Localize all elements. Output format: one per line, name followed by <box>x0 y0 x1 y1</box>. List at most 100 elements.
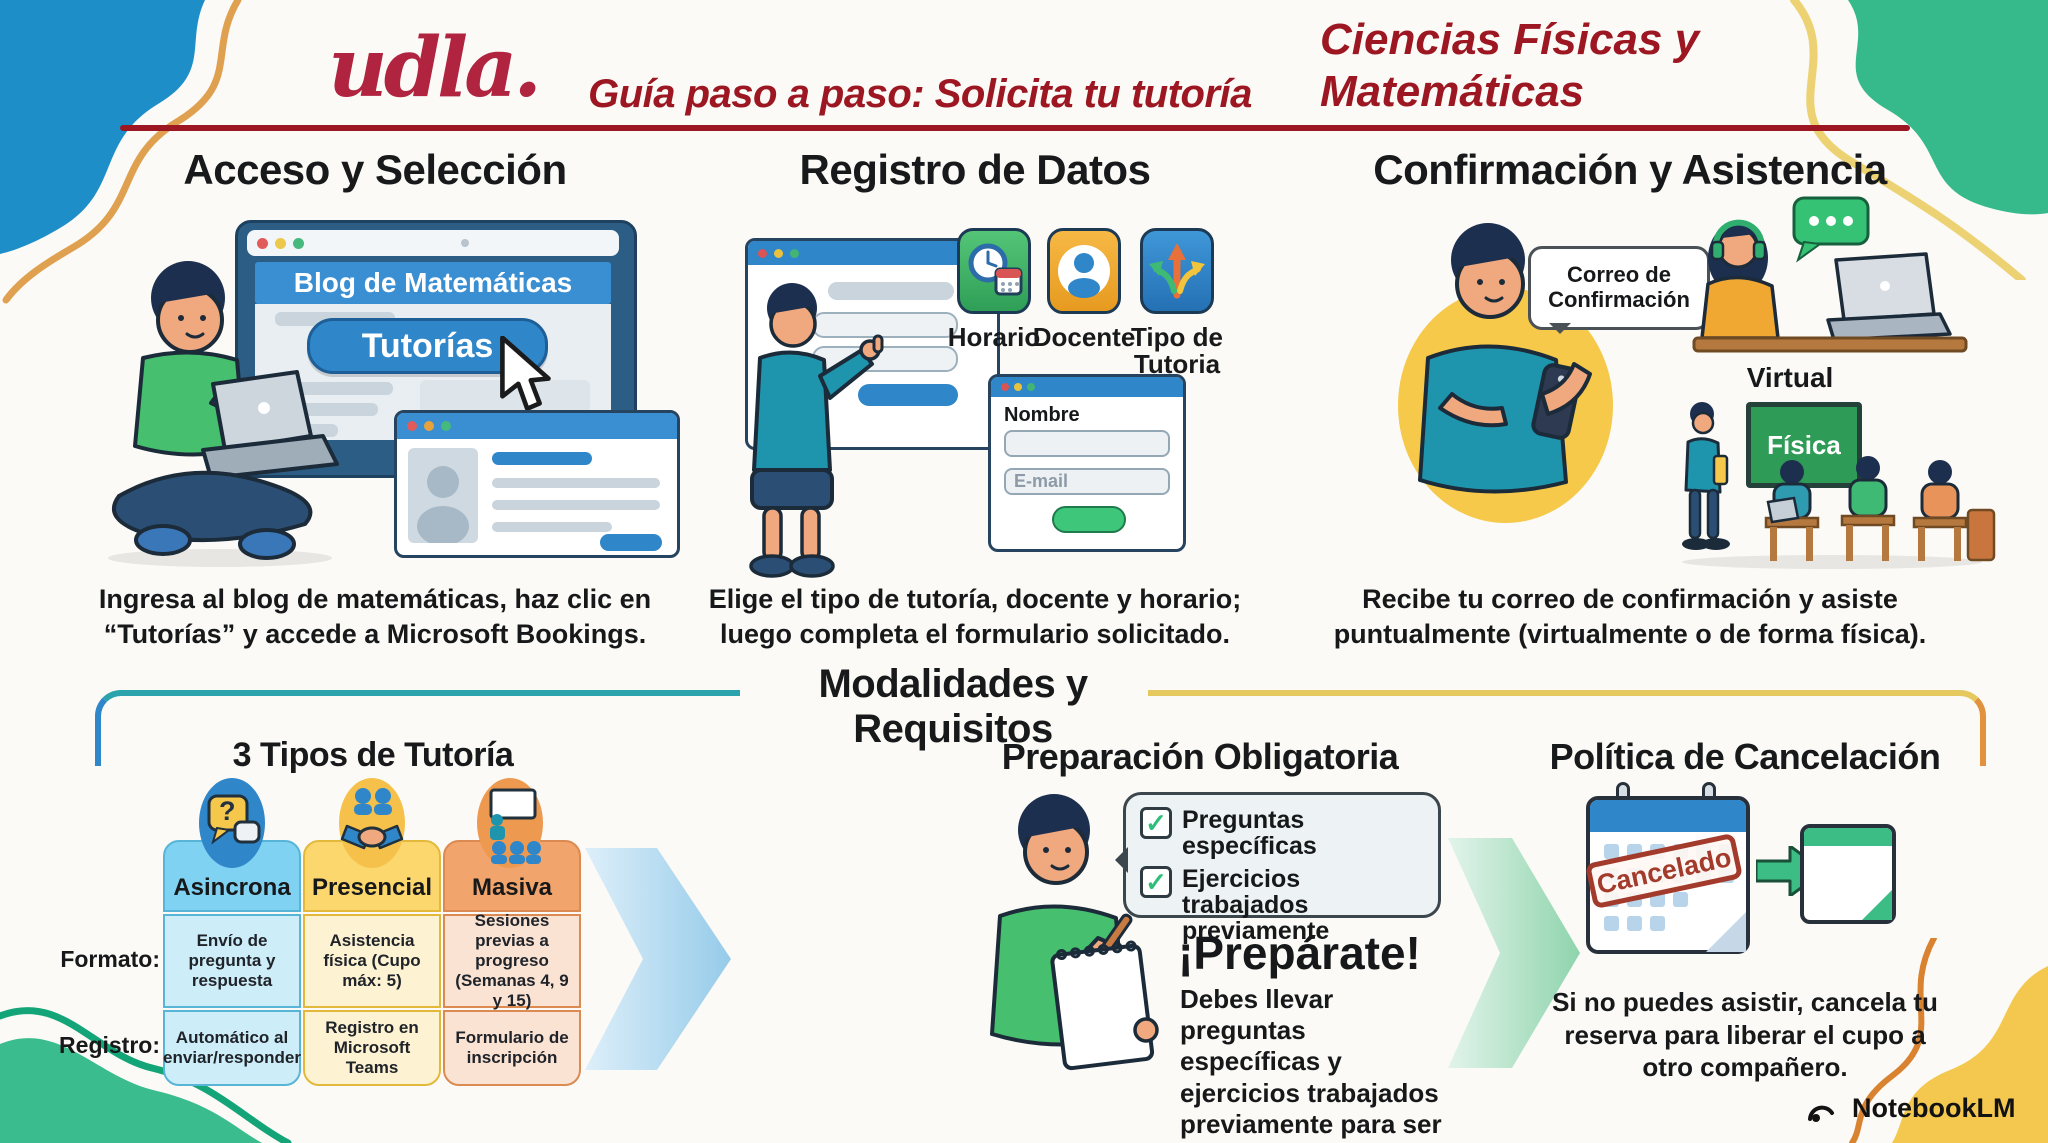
corner-blob-top-left <box>0 0 242 304</box>
nombre-label: Nombre <box>1004 404 1080 426</box>
nombre-input <box>1004 430 1170 457</box>
watermark-label: NotebookLM <box>1852 1093 2016 1123</box>
cursor-icon <box>500 336 551 411</box>
window-dot-green <box>790 248 799 258</box>
card-line <box>492 522 612 532</box>
preparacion-text: Debes llevar preguntas específicas y eje… <box>1180 984 1442 1143</box>
window-dot-green <box>1027 383 1035 391</box>
student-notepad-illustration <box>990 794 1159 1071</box>
modalidades-frame-left <box>95 690 740 766</box>
notebooklm-icon <box>1808 1105 1834 1122</box>
content-placeholder-bar <box>278 382 393 395</box>
calendar-header-band <box>1590 800 1746 832</box>
notebooklm-watermark: NotebookLM <box>1806 1093 2015 1124</box>
step-1-title: Acceso y Selección <box>183 146 567 193</box>
form-placeholder-field <box>812 312 958 338</box>
preparate-heading: ¡Prepárate! <box>1178 927 1421 979</box>
cell-registro-presencial: Registro en Microsoft Teams <box>303 1010 441 1086</box>
checklist-bubble: ✓ Preguntas específicas ✓ Ejercicios tra… <box>1115 792 1441 944</box>
docente-label: Docente <box>1032 322 1136 352</box>
cell-registro-masiva: Formulario de inscripción <box>443 1010 581 1086</box>
card-button <box>600 534 662 551</box>
student-with-laptop-illustration <box>108 261 339 567</box>
faculty-title: Ciencias Físicas y Matemáticas <box>1320 14 1880 118</box>
chevron-arrow-green <box>1448 838 1580 1068</box>
horario-label: Horario <box>947 322 1041 352</box>
person-silhouette-icon <box>417 466 469 543</box>
step-3-caption: Recibe tu correo de confirmación y asist… <box>1333 584 1927 649</box>
bubble-line2: Confirmación <box>1548 287 1690 312</box>
student-pointing-illustration <box>749 283 884 578</box>
step-3-title: Confirmación y Asistencia <box>1373 146 1887 193</box>
window-dot-red <box>407 421 417 431</box>
calendar-fold <box>1706 912 1746 952</box>
modalidades-title: Modalidades y Requisitos <box>818 662 1088 751</box>
form-placeholder-bar <box>828 282 954 300</box>
cell-formato-masiva: Sesiones previas a progreso (Semanas 4, … <box>443 911 581 1010</box>
card-title-bar <box>492 452 592 465</box>
sticky-note-band <box>1804 828 1892 846</box>
window-dot-green <box>441 421 451 431</box>
chevron-arrow-blue <box>585 848 731 1070</box>
window-dot-gray <box>461 239 469 247</box>
column-header-asincrona: Asincrona <box>163 840 301 912</box>
step-1-caption: Ingresa al blog de matemáticas, haz clic… <box>98 584 652 649</box>
cancelacion-title: Política de Cancelación <box>1549 736 1941 777</box>
window-dot-yellow <box>275 237 286 249</box>
masiva-label: Masiva <box>471 874 553 901</box>
corner-blob-bottom-left <box>0 1007 292 1143</box>
cell-registro-asincrona: Automático al enviar/responder <box>163 1010 301 1086</box>
window-dot-yellow <box>1014 383 1022 391</box>
card-line <box>492 500 660 510</box>
tipo-tutoria-icon <box>1140 228 1214 314</box>
profile-card-topbar <box>397 413 677 439</box>
preparacion-title: Preparación Obligatoria <box>1001 736 1399 777</box>
asincrona-label: Asincrona <box>173 874 291 901</box>
modalidades-frame-right <box>1148 690 1986 766</box>
horario-icon <box>957 228 1031 314</box>
asincrona-icon: ? <box>199 778 265 868</box>
virtual-label: Virtual <box>1746 362 1834 393</box>
browser-topbar <box>247 230 619 256</box>
docente-icon <box>1047 228 1121 314</box>
cancelacion-text: Si no puedes asistir, cancela tu reserva… <box>1552 987 1938 1082</box>
form-placeholder-button <box>858 384 958 406</box>
step-2-caption: Elige el tipo de tutoría, docente y hora… <box>708 584 1242 649</box>
check-icon: ✓ <box>1140 865 1172 898</box>
corner-blob-bottom-right <box>1849 938 2048 1143</box>
row-label-formato: Formato: <box>60 946 160 972</box>
faculty-line2: Matemáticas <box>1320 66 1585 116</box>
registration-window-topbar <box>748 241 997 265</box>
tipos-title: 3 Tipos de Tutoría <box>232 736 514 774</box>
window-dot-green <box>293 237 304 249</box>
booking-form-topbar <box>991 377 1183 397</box>
row-label-registro: Registro: <box>59 1032 160 1058</box>
step-2-title: Registro de Datos <box>799 146 1151 193</box>
window-dot-red <box>257 237 268 249</box>
avatar-placeholder <box>408 448 478 543</box>
checklist-item-2: Ejercicios trabajados previamente <box>1182 864 1330 945</box>
cell-formato-asincrona: Envío de pregunta y respuesta <box>163 914 301 1008</box>
blog-banner: Blog de Matemáticas <box>255 262 611 304</box>
sticky-note-fold <box>1862 890 1892 920</box>
booking-form-window <box>988 374 1186 552</box>
physical-class-illustration <box>1682 402 1996 569</box>
confirmation-speech-bubble: Correo de Confirmación <box>1528 246 1710 334</box>
window-dot-red <box>758 248 767 258</box>
check-icon: ✓ <box>1140 807 1172 839</box>
window-dot-yellow <box>774 248 783 258</box>
tipo-tutoria-label: Tipo de Tutoria <box>1131 322 1223 380</box>
presencial-icon <box>339 778 405 868</box>
card-line <box>492 478 660 488</box>
corner-blob-top-right <box>1790 0 2048 280</box>
header-divider <box>120 125 1910 131</box>
student-with-phone-illustration <box>1418 223 1592 494</box>
page-title: Guía paso a paso: Solicita tu tutoría <box>588 72 1252 116</box>
window-dot-orange <box>424 421 434 431</box>
submit-button <box>1052 506 1126 533</box>
email-input: E-mail <box>1004 468 1170 495</box>
window-dot-red <box>1001 383 1009 391</box>
cell-formato-presencial: Asistencia física (Cupo máx: 5) <box>303 914 441 1008</box>
faculty-line1: Ciencias Físicas y <box>1320 15 1700 64</box>
